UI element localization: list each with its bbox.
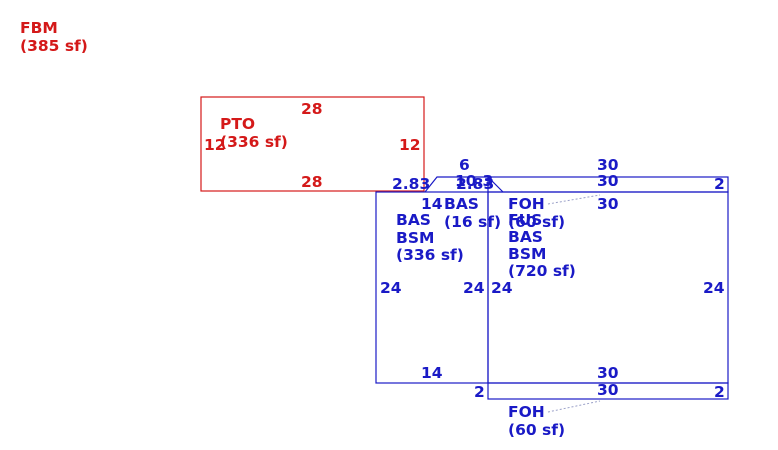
right-2-left-dimension: 2 [474,383,485,401]
right-30-mid-dimension: 30 [597,172,619,190]
main-fus-label: FUS [508,211,542,229]
pto-bottom-dimension: 28 [301,173,323,191]
main-area-label: (720 sf) [508,262,576,280]
left-14-top-dimension: 14 [421,195,443,213]
right-2-top-dimension: 2 [714,175,725,193]
left-top-dimension: 2.83 [392,175,430,193]
right-24-left-dimension: 24 [491,279,513,297]
pto-left-dimension: 12 [204,136,226,154]
right-30-lower-dimension: 30 [597,364,619,382]
foh-bottom-leader-line [547,400,601,413]
left-bsm-label: BSM [396,229,434,247]
fbm-name-label: FBM [20,19,58,37]
right-24-right-dimension: 24 [703,279,725,297]
pto-name-label: PTO [220,115,255,133]
foh-bottom-area-label: (60 sf) [508,421,565,439]
foh-top-area-label: (60 sf) [508,213,565,231]
bas-small-top-dimension: 6 [459,156,470,174]
foh-top-name-label: FOH [508,195,545,213]
left-14-bottom-dimension: 14 [421,364,443,382]
right-30-top-dimension: 30 [597,156,619,174]
left-bas-label: BAS [396,211,431,229]
left-24-right-dimension: 24 [463,279,485,297]
pto-outline [200,96,425,192]
pto-top-dimension: 28 [301,100,323,118]
bas-small-outline [424,176,504,193]
foh-top-outline [487,176,729,193]
bas-small-area-label: (16 sf) [444,213,501,231]
right-30-bottom-dimension: 30 [597,381,619,399]
main-bsm-label: BSM [508,245,546,263]
foh-top-leader-line [547,194,601,205]
bas-small-sub-b: 2.83 [456,175,494,193]
main-bas-label: BAS [508,228,543,246]
left-24-left-dimension: 24 [380,279,402,297]
foh-bottom-outline [487,382,729,400]
right-2-right-dimension: 2 [714,383,725,401]
foh-bottom-name-label: FOH [508,403,545,421]
bas-small-name-label: BAS [444,195,479,213]
bas-small-sub-a: 10.3 [455,172,493,190]
right-30-inner-dimension: 30 [597,195,619,213]
left-area-label: (336 sf) [396,246,464,264]
pto-right-dimension: 12 [399,136,421,154]
pto-area-label: (336 sf) [220,133,288,151]
fbm-area-label: (385 sf) [20,37,88,55]
